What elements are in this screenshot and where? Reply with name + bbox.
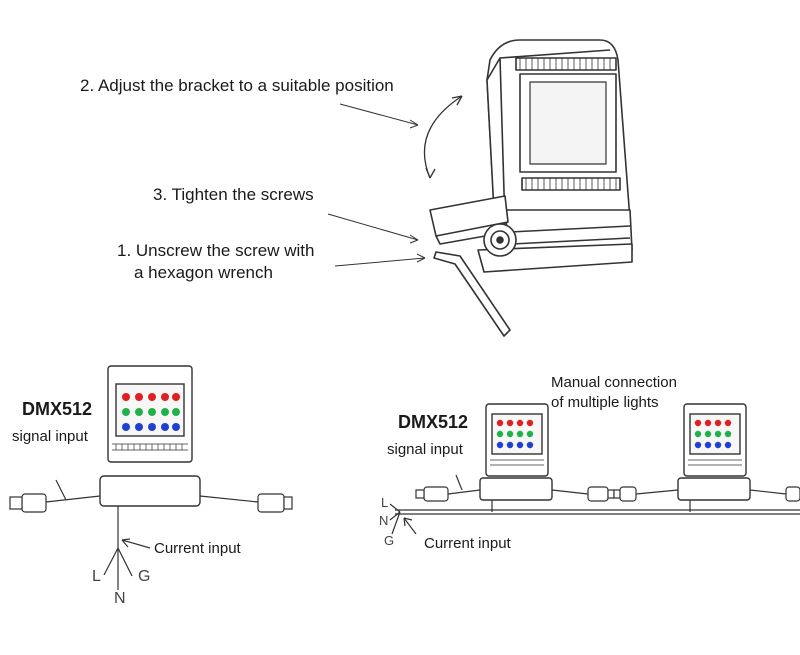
single-wire-G: G [138,568,151,585]
multi-light-1-leds [496,419,534,449]
multi-light-2 [677,403,751,501]
leader-lines-top [327,103,426,267]
multi-wire-G: G [384,533,395,548]
multi-wire-N: N [379,513,389,528]
step1-label-line2: a hexagon wrench [134,263,273,282]
multi-signal-label: signal input [387,441,463,458]
multi-title-line2: of multiple lights [551,394,659,411]
step2-label: 2. Adjust the bracket to a suitable posi… [80,76,394,95]
floodlight-illustration [423,39,633,337]
single-wire-N: N [114,590,126,607]
multi-light-1 [479,403,553,501]
multi-title-line1: Manual connection [551,374,677,391]
single-dmx-label: DMX512 [22,399,93,419]
single-signal-label: signal input [12,428,88,445]
multi-light-cables [389,474,800,535]
multi-current-label: Current input [424,535,511,552]
step1-label-line1: 1. Unscrew the screw with [117,241,315,260]
step3-label: 3. Tighten the screws [153,185,314,204]
single-wire-L: L [92,568,101,585]
multi-wire-L: L [381,495,389,510]
single-light-cables [9,479,293,590]
multi-light-2-leds [694,419,732,449]
single-light-led-matrix [122,393,180,431]
single-current-label: Current input [154,540,241,557]
multi-dmx-label: DMX512 [398,412,469,432]
single-light-illustration [99,365,201,507]
